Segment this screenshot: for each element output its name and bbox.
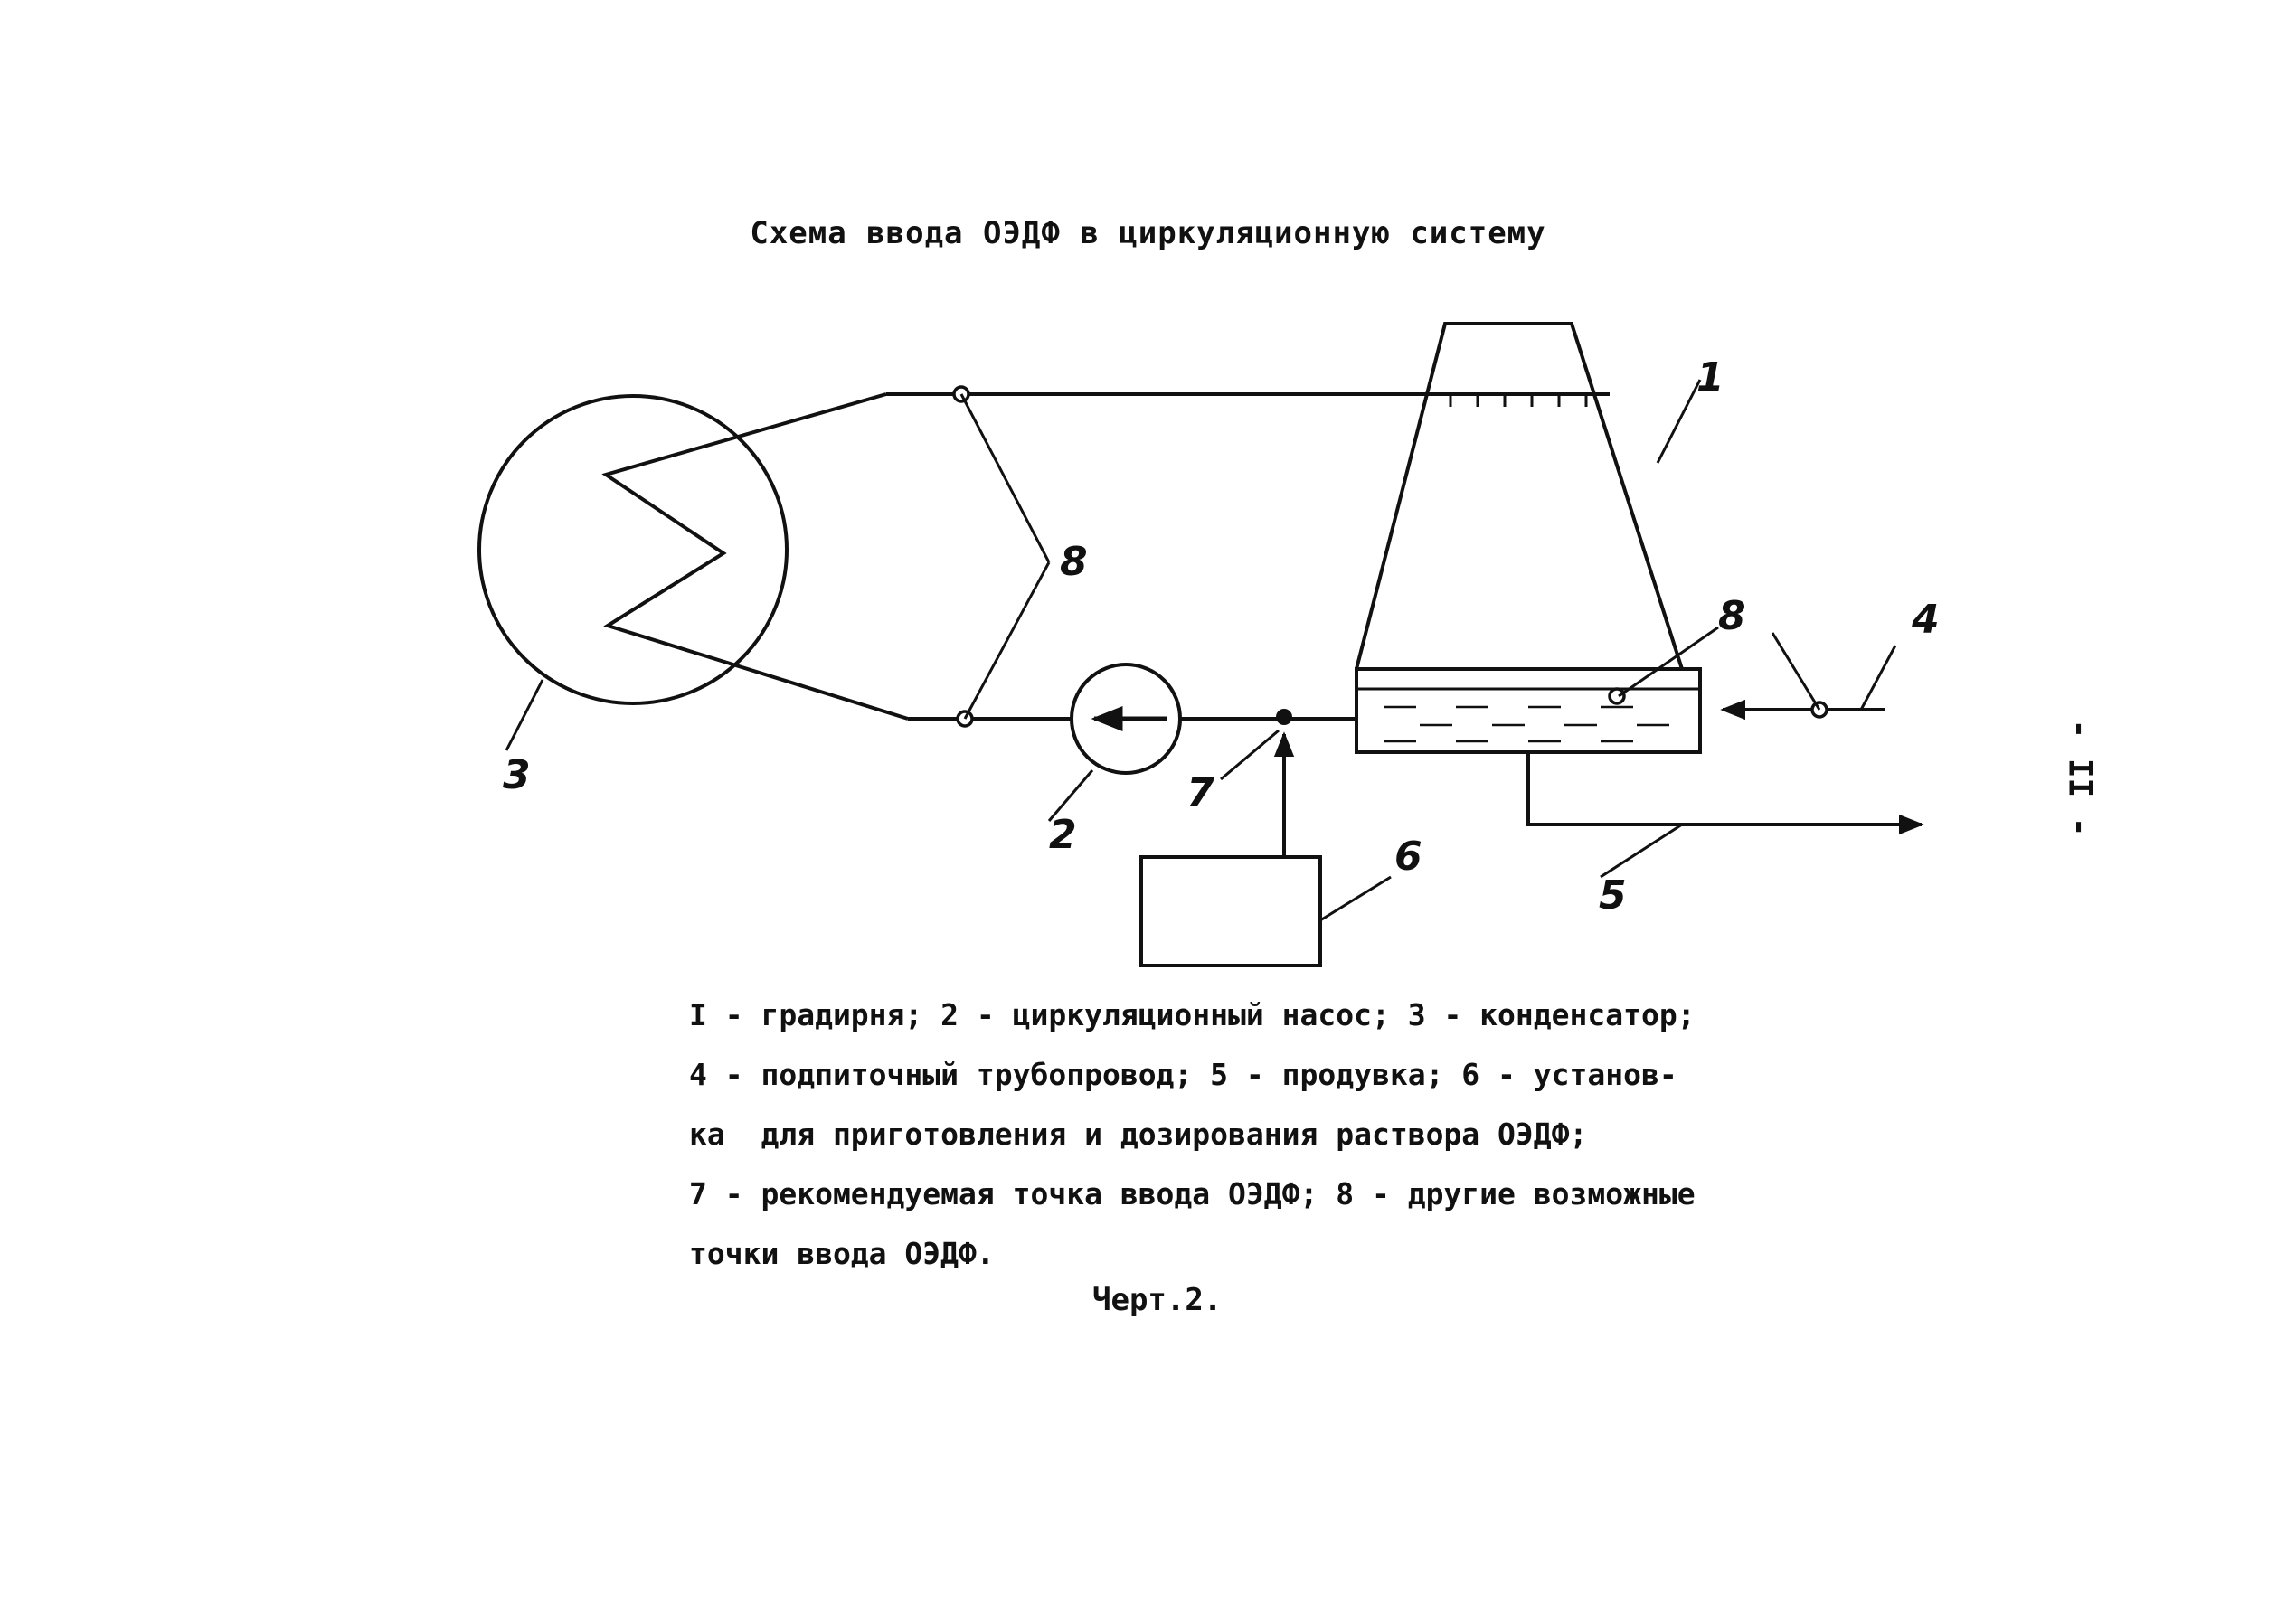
circulation-pump [1070, 663, 1182, 775]
label-5: 5 [1599, 872, 1627, 919]
page-number-text: - II - [2061, 718, 2099, 837]
other-injection-point [1608, 687, 1626, 705]
recommended-injection-point [1276, 709, 1292, 725]
legend: I - градирня; 2 - циркуляционный насос; … [689, 985, 1738, 1284]
leader-8-bottom [963, 561, 1051, 720]
cooling-tower-basin [1355, 667, 1702, 754]
label-3: 3 [503, 752, 531, 798]
label-8: 8 [1060, 539, 1088, 585]
figure-caption: Черт.2. [1092, 1282, 1223, 1318]
label-1: 1 [1696, 354, 1724, 400]
leader-3 [505, 679, 544, 751]
page-number: - II - [2053, 714, 2107, 841]
leader-5 [1600, 823, 1683, 879]
leader-8-makeup [1771, 632, 1821, 711]
cooling-tower-shell [1355, 322, 1684, 670]
legend-line: 7 - рекомендуемая точка ввода ОЭДФ; 8 - … [689, 1176, 1696, 1211]
leader-1 [1656, 379, 1702, 464]
leader-2 [1047, 769, 1094, 822]
basin-water-hatching [1384, 705, 1669, 743]
leader-8-basin [1618, 626, 1719, 698]
dosing-unit [1139, 855, 1322, 967]
legend-line: I - градирня; 2 - циркуляционный насос; … [689, 997, 1696, 1032]
blowdown-line [1526, 752, 1894, 826]
label-6: 6 [1394, 834, 1422, 880]
legend-line: 4 - подпиточный трубопровод; 5 - продувк… [689, 1057, 1677, 1092]
condenser-coil [601, 392, 909, 721]
leader-4 [1859, 645, 1897, 711]
legend-line: ка для приготовления и дозирования раств… [689, 1117, 1588, 1152]
cooling-tower [1355, 322, 1702, 754]
condenser [477, 392, 909, 721]
label-7: 7 [1186, 770, 1214, 816]
leader-6 [1319, 875, 1392, 922]
legend-line: точки ввода ОЭДФ. [689, 1236, 995, 1271]
diagram-title: Схема ввода ОЭДФ в циркуляционную систем… [750, 215, 1546, 251]
leader-7 [1220, 729, 1280, 781]
condenser-shell [477, 394, 789, 705]
leader-8-top [959, 393, 1051, 563]
label-4: 4 [1911, 597, 1940, 643]
tower-distribution-nozzles [1449, 394, 1588, 407]
label-2: 2 [1049, 812, 1077, 858]
label-8: 8 [1718, 593, 1746, 639]
